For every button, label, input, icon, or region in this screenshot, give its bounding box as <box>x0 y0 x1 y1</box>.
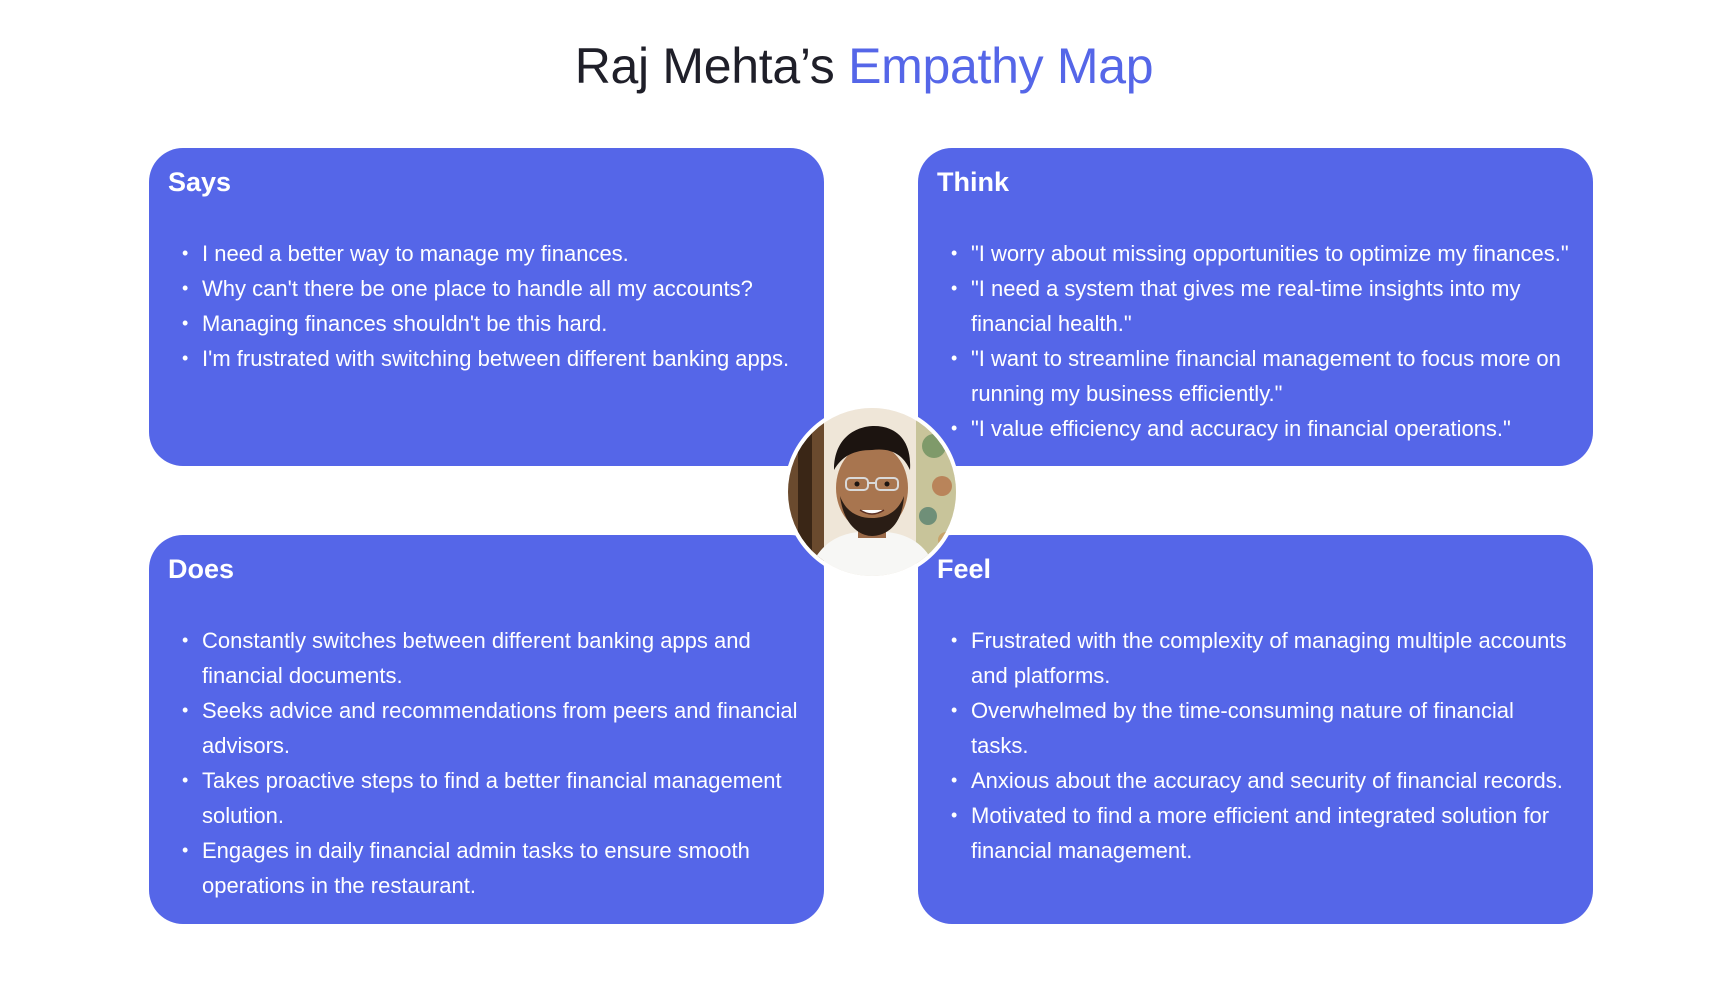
page-title: Raj Mehta’s Empathy Map <box>0 36 1728 96</box>
does-heading: Does <box>168 554 235 584</box>
list-item: Frustrated with the complexity of managi… <box>951 623 1573 693</box>
feel-list: Frustrated with the complexity of managi… <box>937 623 1573 868</box>
think-card: Think "I worry about missing opportuniti… <box>918 148 1593 466</box>
list-item: Motivated to find a more efficient and i… <box>951 798 1573 868</box>
list-item: Engages in daily financial admin tasks t… <box>182 833 804 903</box>
list-item: Seeks advice and recommendations from pe… <box>182 693 804 763</box>
list-item: I'm frustrated with switching between di… <box>182 341 804 376</box>
says-card: Says I need a better way to manage my fi… <box>149 148 824 466</box>
think-list: "I worry about missing opportunities to … <box>937 236 1573 446</box>
says-heading: Says <box>168 167 232 197</box>
list-item: "I need a system that gives me real-time… <box>951 271 1573 341</box>
page-title-name: Raj Mehta’s <box>574 38 835 94</box>
list-item: Why can't there be one place to handle a… <box>182 271 804 306</box>
list-item: Takes proactive steps to find a better f… <box>182 763 804 833</box>
think-heading: Think <box>937 167 1009 197</box>
list-item: Anxious about the accuracy and security … <box>951 763 1573 798</box>
feel-heading: Feel <box>937 554 992 584</box>
list-item: Managing finances shouldn't be this hard… <box>182 306 804 341</box>
list-item: "I value efficiency and accuracy in fina… <box>951 411 1573 446</box>
list-item: Constantly switches between different ba… <box>182 623 804 693</box>
page-title-accent: Empathy Map <box>848 38 1154 94</box>
list-item: "I want to streamline financial manageme… <box>951 341 1573 411</box>
list-item: I need a better way to manage my finance… <box>182 236 804 271</box>
avatar-portrait-image <box>788 408 956 576</box>
says-list: I need a better way to manage my finance… <box>168 236 804 376</box>
list-item: "I worry about missing opportunities to … <box>951 236 1573 271</box>
does-list: Constantly switches between different ba… <box>168 623 804 903</box>
avatar <box>784 404 960 580</box>
does-card: Does Constantly switches between differe… <box>149 535 824 924</box>
list-item: Overwhelmed by the time-consuming nature… <box>951 693 1573 763</box>
feel-card: Feel Frustrated with the complexity of m… <box>918 535 1593 924</box>
